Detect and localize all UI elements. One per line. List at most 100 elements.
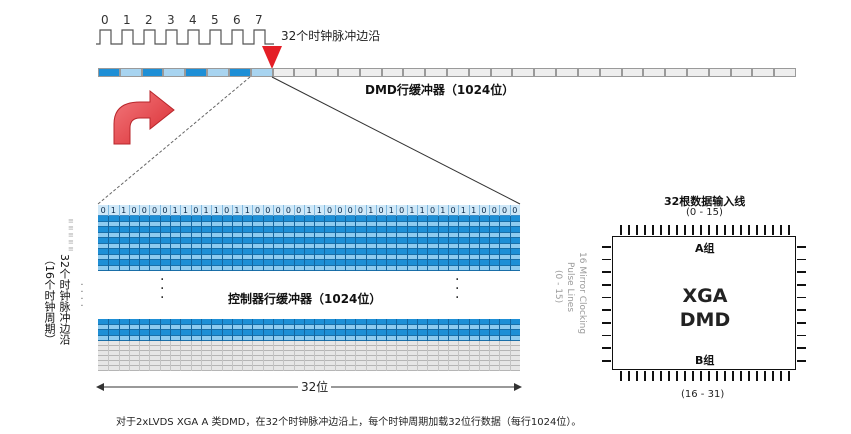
chip-side-label-3: (0 - 15) (553, 270, 563, 304)
side-label-main: 32个时钟脉冲边沿 (58, 254, 71, 345)
buffer-row (98, 330, 520, 336)
dmd-buffer-cell (294, 68, 317, 77)
buffer-row (98, 260, 520, 266)
chip-pin (740, 371, 742, 381)
dmd-buffer-cell (163, 68, 186, 77)
chip-top-range: (0 - 15) (686, 207, 723, 218)
bit-cell: 1 (110, 206, 116, 215)
buffer-row (98, 341, 520, 346)
curved-arrow-icon (113, 89, 175, 145)
clock-bit-label: 0 (101, 13, 109, 27)
buffer-row (98, 324, 520, 330)
buffer-row (98, 227, 520, 233)
dmd-buffer-cell (250, 68, 273, 77)
chip-pin (700, 371, 702, 381)
chip-pin (660, 371, 662, 381)
chip-pin (764, 371, 766, 381)
chip-pin (602, 347, 611, 349)
buffer-row (98, 221, 520, 227)
width-label: 32位 (298, 378, 332, 395)
bit-cell: 1 (203, 206, 209, 215)
ellipsis-side: ···· (80, 280, 84, 312)
chip-pin (772, 225, 774, 235)
chip-pin (797, 246, 806, 248)
bit-cell: 1 (419, 206, 425, 215)
ellipsis-right: ··· (455, 272, 460, 306)
dmd-buffer-cell (98, 68, 120, 77)
chip-pin (756, 371, 758, 381)
bit-cell: 0 (100, 206, 106, 215)
chip-pin (780, 371, 782, 381)
chip-pin (788, 225, 790, 235)
bit-cell: 0 (481, 206, 487, 215)
bit-cell: 0 (347, 206, 353, 215)
bit-cell: 1 (440, 206, 446, 215)
dmd-buffer-cell (468, 68, 491, 77)
dmd-buffer-cell (512, 68, 535, 77)
buffer-row (98, 249, 520, 255)
chip-side-label-2: Pulse Lines (565, 262, 575, 313)
chip-pin (602, 271, 611, 273)
bit-cell: 1 (172, 206, 178, 215)
chip-side-label-1: 16 Mirror Clocking (577, 252, 587, 335)
chip-pin (708, 225, 710, 235)
bit-cell: 1 (409, 206, 415, 215)
chip-pin (708, 371, 710, 381)
bit-cell: 0 (224, 206, 230, 215)
dmd-buffer-cell (228, 68, 251, 77)
triangle-marker-icon (262, 46, 282, 69)
chip-pin (732, 371, 734, 381)
chip-group-b: B组 (695, 354, 715, 367)
dmd-buffer-cell (359, 68, 382, 77)
chip-pin (684, 371, 686, 381)
bit-cell: 0 (254, 206, 261, 215)
dmd-buffer-cell (447, 68, 469, 77)
chip-pin (602, 309, 611, 311)
chip-pin (628, 371, 630, 381)
chip-bottom-range: (16 - 31) (681, 389, 725, 400)
bit-cell: 0 (378, 206, 384, 215)
dmd-row-buffer-label: DMD行缓冲器（1024位） (365, 83, 515, 97)
chip-pin (732, 225, 734, 235)
chip-pin (668, 371, 670, 381)
dmd-buffer-cell (577, 68, 600, 77)
dmd-row-buffer (98, 68, 796, 77)
chip-pin (644, 225, 646, 235)
chip-pin (602, 284, 611, 286)
buffer-row (98, 238, 520, 244)
dmd-buffer-cell (119, 68, 142, 77)
buffer-row (98, 265, 520, 271)
chip-pin (652, 225, 654, 235)
chip-title-xga: XGA (682, 285, 728, 307)
dmd-buffer-cell (643, 68, 666, 77)
dmd-buffer-cell (752, 68, 775, 77)
chip-pin (628, 225, 630, 235)
chip-pin (644, 371, 646, 381)
dmd-buffer-cell (774, 68, 796, 77)
bit-cell: 0 (450, 206, 456, 215)
chip-title-dmd: DMD (679, 309, 731, 331)
bit-cell: 0 (275, 206, 281, 215)
bit-cell: 0 (296, 206, 302, 215)
side-label-sub: （16个时钟周期） (43, 254, 56, 345)
bit-cell: 0 (265, 206, 271, 215)
chip-pin (797, 284, 806, 286)
bit-cell: 0 (141, 206, 147, 215)
chip-pin (764, 225, 766, 235)
chip-pin (602, 296, 611, 299)
dmd-buffer-cell (403, 68, 426, 77)
controller-buffer-label: 控制器行缓冲器（1024位） (228, 292, 382, 306)
chip-pin (692, 225, 694, 235)
bit-cell: 1 (368, 206, 374, 215)
dmd-buffer-cell (599, 68, 622, 77)
chip-pin (602, 246, 611, 248)
bit-cell: 0 (512, 206, 518, 215)
chip-pin (756, 225, 758, 235)
clock-bit-label: 3 (167, 13, 175, 27)
buffer-row (98, 335, 520, 341)
ellipsis-left: ··· (160, 272, 165, 306)
dmd-chip: A组 XGA DMD B组 (612, 236, 796, 370)
